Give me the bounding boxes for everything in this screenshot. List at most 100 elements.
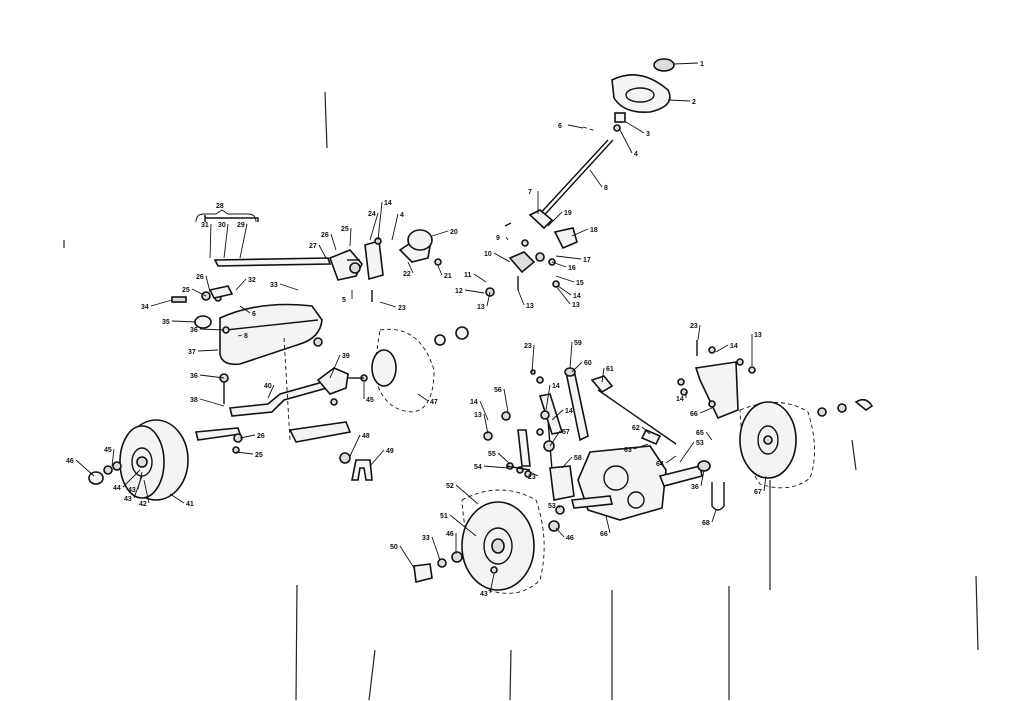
callout-number-10: 10 (484, 251, 492, 258)
callout-number-11: 11 (464, 272, 472, 279)
callout-number-52: 52 (446, 483, 454, 490)
callout-number-24: 24 (368, 211, 376, 218)
drag-link-assembly (204, 215, 442, 302)
callout-number-13: 13 (474, 412, 482, 419)
callout-number-23: 23 (524, 343, 532, 350)
callout-number-26: 26 (257, 433, 265, 440)
callout-number-45: 45 (366, 397, 374, 404)
callout-number-65: 65 (696, 430, 704, 437)
callout-number-55: 55 (488, 451, 496, 458)
callout-leader-line (122, 469, 141, 488)
callout-number-64: 64 (656, 461, 664, 468)
tie-rod (229, 379, 336, 417)
callout-number-30: 30 (218, 222, 226, 229)
callout-leader-line (479, 400, 489, 421)
callout-leader-line (555, 275, 575, 283)
callout-number-29: 29 (237, 222, 245, 229)
callout-leader-line (763, 475, 767, 492)
callout-number-51: 51 (440, 513, 448, 520)
callout-number-14: 14 (470, 399, 478, 406)
callout-number-9: 9 (496, 235, 500, 242)
callout-number-21: 21 (444, 273, 452, 280)
callout-number-14: 14 (573, 293, 581, 300)
callout-leader-line (497, 452, 511, 465)
callout-leader-line (665, 455, 677, 464)
callout-leader-line (667, 99, 691, 102)
callout-leader-line (567, 124, 584, 129)
callout-leader-line (557, 504, 561, 509)
steering-adapter (614, 112, 626, 123)
callout-number-56: 56 (494, 387, 502, 394)
callout-number-8: 8 (244, 333, 248, 340)
callout-number-25: 25 (255, 452, 263, 459)
callout-leader-line (279, 283, 299, 291)
callout-number-40: 40 (264, 383, 272, 390)
callout-number-34: 34 (141, 304, 149, 311)
callout-number-16: 16 (568, 265, 576, 272)
callout-number-23: 23 (690, 323, 698, 330)
callout-number-33: 33 (270, 282, 278, 289)
callout-number-38: 38 (190, 397, 198, 404)
callout-number-14: 14 (676, 396, 684, 403)
callout-number-28: 28 (216, 203, 224, 210)
callout-number-36: 36 (691, 484, 699, 491)
callout-number-4: 4 (400, 212, 404, 219)
callout-leader-line (417, 393, 429, 402)
callout-leader-line (391, 213, 399, 241)
callout-number-17: 17 (583, 257, 591, 264)
callout-number-66: 66 (690, 411, 698, 418)
callout-number-7: 7 (528, 189, 532, 196)
callout-leader-line (549, 430, 561, 447)
callout-leader-line (605, 515, 611, 534)
callout-leader-line (555, 527, 565, 538)
callout-number-33: 33 (422, 535, 430, 542)
callout-number-54: 54 (474, 464, 482, 471)
callout-leader-line (711, 509, 717, 523)
callout-leader-line (143, 479, 150, 504)
callout-leader-line (679, 441, 695, 463)
callout-number-43: 43 (124, 496, 132, 503)
callout-leader-line (199, 374, 225, 379)
callout-leader-line (235, 278, 247, 291)
callout-leader-line (547, 211, 563, 227)
callout-leader-line (483, 413, 489, 435)
callout-leader-line (700, 469, 705, 487)
callout-leader-line (455, 484, 479, 505)
callout-leader-line (569, 341, 573, 369)
callout-leader-line (464, 289, 485, 294)
callout-leader-line (223, 223, 229, 259)
callout-number-4: 4 (634, 151, 638, 158)
callout-number-14: 14 (565, 408, 573, 415)
callout-number-43: 43 (480, 591, 488, 598)
callout-leader-line (267, 384, 275, 399)
steering-wheel (611, 74, 671, 114)
callout-number-66: 66 (600, 531, 608, 538)
callout-number-8: 8 (604, 185, 608, 192)
callout-number-46: 46 (566, 535, 574, 542)
steering-cap (653, 58, 675, 72)
callout-leader-line (318, 244, 327, 259)
transaxle (577, 445, 667, 521)
front-wheel-right-ghost (371, 326, 469, 413)
callout-number-45: 45 (104, 447, 112, 454)
callout-leader-line (431, 536, 441, 561)
callout-number-19: 19 (564, 210, 572, 217)
callout-number-50: 50 (390, 544, 398, 551)
callout-leader-line (239, 223, 248, 259)
callout-leader-line (673, 62, 699, 65)
callout-leader-line (551, 409, 564, 421)
callout-leader-line (531, 344, 535, 373)
callout-leader-line (633, 443, 649, 450)
callout-labels: 1234657891011121314151617181920212223242… (66, 61, 767, 598)
callout-leader-line (239, 434, 256, 439)
callout-number-26: 26 (196, 274, 204, 281)
callout-number-6: 6 (558, 123, 562, 130)
callout-leader-line (699, 407, 713, 414)
callout-number-20: 20 (450, 229, 458, 236)
callout-leader-line (551, 261, 567, 268)
control-rod (597, 389, 677, 445)
callout-leader-line (571, 228, 589, 237)
callout-number-67: 67 (754, 489, 762, 496)
callout-leader-line (75, 459, 95, 477)
